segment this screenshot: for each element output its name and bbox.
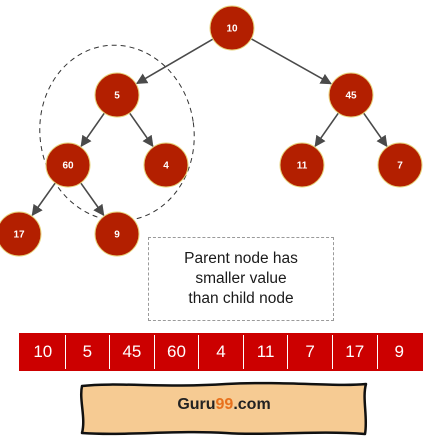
heap-tree-diagram: 10 5 45 60 4 11 7 17 9 — [0, 5, 423, 257]
tree-node-17: 17 — [0, 211, 42, 257]
tree-node-9: 9 — [94, 211, 140, 257]
node-label: 5 — [114, 91, 120, 102]
tree-node-7: 7 — [377, 142, 423, 188]
brand-logo: Guru99.com — [76, 396, 372, 414]
node-circle — [279, 142, 325, 188]
tree-nodes: 10 5 45 60 4 11 7 17 9 — [0, 5, 423, 257]
tree-node-5: 5 — [94, 72, 140, 118]
array-cell: 17 — [333, 335, 378, 369]
array-cell: 4 — [199, 335, 244, 369]
edge-n10-n45 — [250, 38, 332, 85]
node-label: 60 — [62, 161, 74, 172]
array-cell: 10 — [21, 335, 66, 369]
tree-node-10: 10 — [209, 5, 255, 51]
node-label: 7 — [397, 161, 403, 172]
node-label: 4 — [163, 161, 169, 172]
array-cell: 11 — [244, 335, 289, 369]
node-circle — [328, 72, 374, 118]
edge-n5-n4 — [128, 112, 154, 148]
tree-node-11: 11 — [279, 142, 325, 188]
array-cell: 9 — [394, 342, 405, 361]
node-label: 45 — [345, 91, 357, 102]
node-circle — [94, 72, 140, 118]
note-text: Parent node has smaller value than child… — [184, 250, 298, 307]
edge-n5-n60 — [80, 112, 106, 148]
tree-node-45: 45 — [328, 72, 374, 118]
array-cell: 5 — [66, 335, 111, 369]
logo-highlight: 99 — [215, 396, 234, 413]
logo-prefix: Guru — [177, 396, 216, 413]
edge-n45-n11 — [314, 112, 340, 148]
edge-n60-n17 — [31, 182, 56, 217]
node-circle — [143, 142, 189, 188]
edge-n45-n7 — [362, 112, 388, 148]
node-label: 10 — [226, 24, 238, 35]
explanation-note: Parent node has smaller value than child… — [148, 237, 334, 321]
logo-suffix: .com — [233, 396, 271, 413]
node-label: 17 — [13, 230, 25, 241]
banner-shape — [80, 381, 368, 436]
node-label: 11 — [297, 161, 308, 172]
array-cell: 7 — [288, 335, 333, 369]
node-circle — [94, 211, 140, 257]
node-label: 9 — [114, 230, 120, 241]
array-cell: 45 — [110, 335, 155, 369]
highlight-ellipse — [39, 44, 195, 222]
tree-node-4: 4 — [143, 142, 189, 188]
logo-banner — [80, 381, 368, 436]
node-circle — [209, 5, 255, 51]
edge-n60-n9 — [80, 182, 105, 217]
array-cell: 60 — [155, 335, 200, 369]
node-circle — [0, 211, 42, 257]
node-circle — [377, 142, 423, 188]
tree-edges — [31, 38, 388, 217]
tree-node-60: 60 — [45, 142, 91, 188]
node-circle — [45, 142, 91, 188]
edge-n10-n5 — [135, 38, 214, 85]
